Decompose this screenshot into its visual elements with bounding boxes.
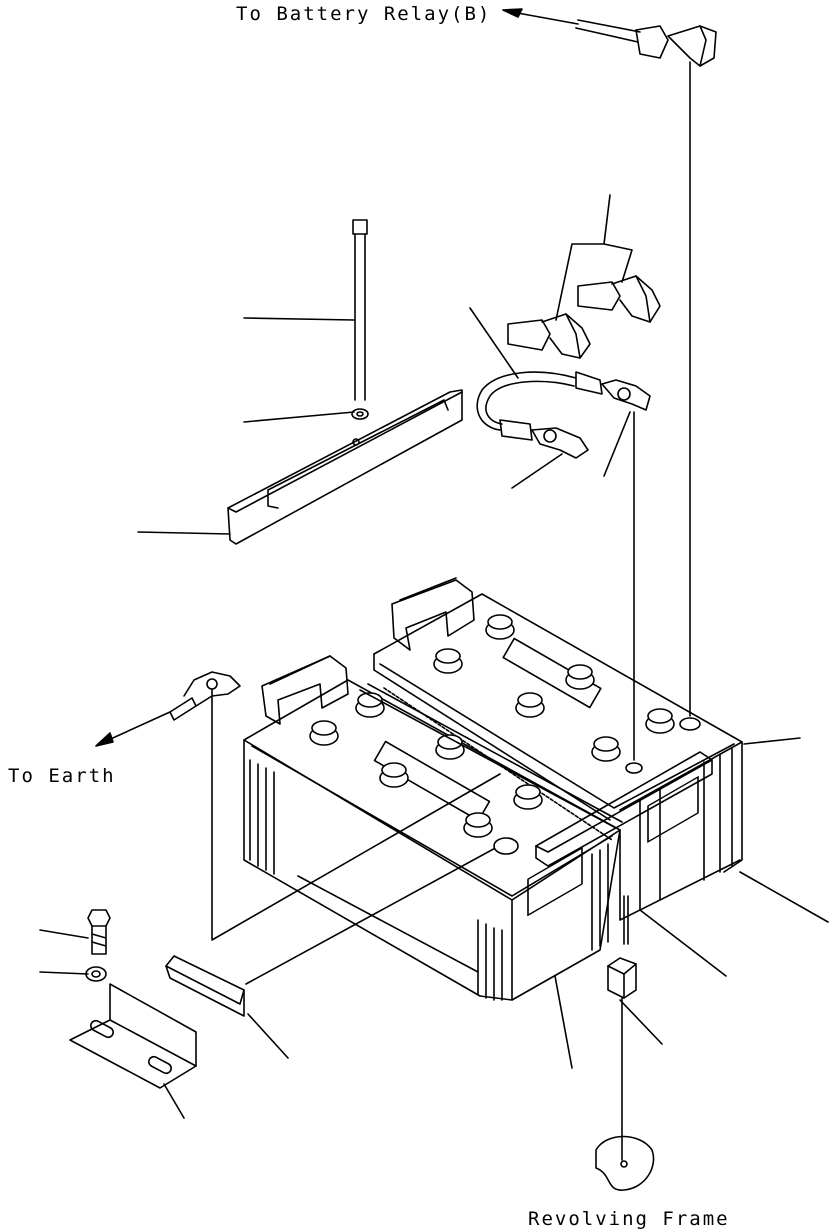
bolt bbox=[87, 909, 111, 955]
battery-front bbox=[243, 655, 741, 1001]
terminal-clamp-lower bbox=[507, 313, 591, 359]
insulating-pad bbox=[165, 955, 245, 1017]
battery-relay-label: To Battery Relay(B) bbox=[236, 3, 491, 25]
vent-strip bbox=[359, 683, 623, 829]
top-hold-bar bbox=[535, 751, 713, 867]
washer bbox=[85, 966, 107, 982]
earth-label: To Earth bbox=[8, 765, 116, 787]
mounting-bracket bbox=[69, 983, 197, 1089]
lower-tie-rod bbox=[623, 895, 629, 945]
earth-arrow bbox=[95, 711, 171, 747]
terminal-clamp-upper bbox=[577, 275, 661, 323]
revolving-frame-label: Revolving Frame bbox=[528, 1208, 730, 1230]
leader-lines bbox=[39, 194, 829, 1119]
hold-down-bracket bbox=[227, 389, 463, 545]
earth-cable bbox=[169, 671, 241, 721]
battery-cable bbox=[476, 371, 651, 459]
relay-cable bbox=[575, 19, 717, 717]
nut bbox=[607, 957, 637, 999]
hold-down-rod bbox=[351, 219, 369, 420]
battery-relay-arrow bbox=[502, 8, 579, 25]
revolving-frame-plate bbox=[595, 997, 655, 1191]
battery-caps bbox=[309, 614, 701, 855]
